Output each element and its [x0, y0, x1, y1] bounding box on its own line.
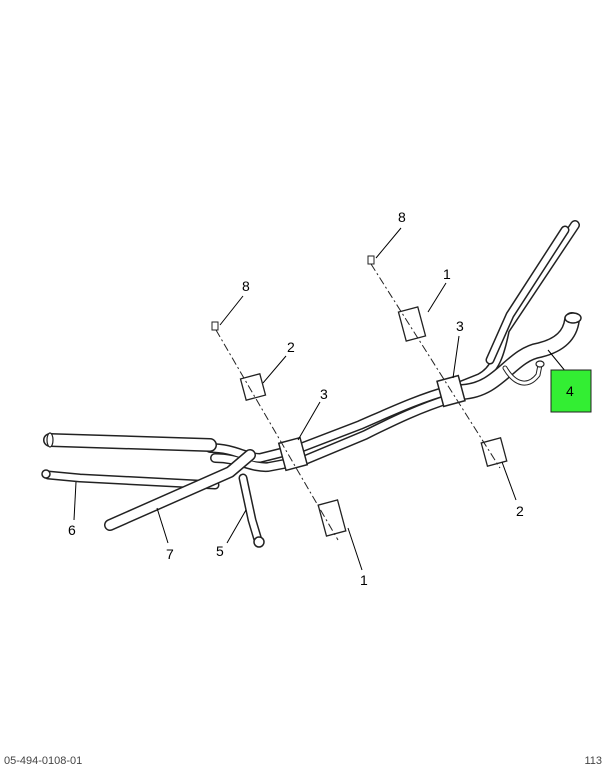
pin-8-left	[211, 321, 219, 331]
callout-3-right[interactable]: 3	[456, 318, 464, 334]
plate-2-left	[239, 372, 267, 402]
bracket-1-lower	[317, 499, 347, 537]
callout-4[interactable]: 4	[566, 383, 574, 399]
callout-5[interactable]: 5	[216, 543, 224, 559]
callout-2-right[interactable]: 2	[516, 503, 524, 519]
callout-1-lower[interactable]: 1	[360, 572, 368, 588]
callout-2-left[interactable]: 2	[287, 339, 295, 355]
pin-8-right	[367, 255, 375, 265]
tube-assembly	[41, 220, 582, 548]
leader-lines	[73, 227, 567, 571]
plate-2-right	[480, 437, 508, 467]
bracket-1-upper	[397, 306, 427, 342]
callout-8-left[interactable]: 8	[242, 278, 250, 294]
callout-4-highlight[interactable]	[550, 369, 592, 413]
callout-3-left[interactable]: 3	[320, 386, 328, 402]
callout-1-upper[interactable]: 1	[443, 266, 451, 282]
callout-6[interactable]: 6	[68, 522, 76, 538]
callout-7[interactable]: 7	[166, 546, 174, 562]
callout-8-right[interactable]: 8	[398, 209, 406, 225]
drawing-number: 05-494-0108-01	[4, 755, 83, 767]
clamp-3-left	[277, 436, 309, 472]
page-number: 113	[584, 755, 602, 767]
